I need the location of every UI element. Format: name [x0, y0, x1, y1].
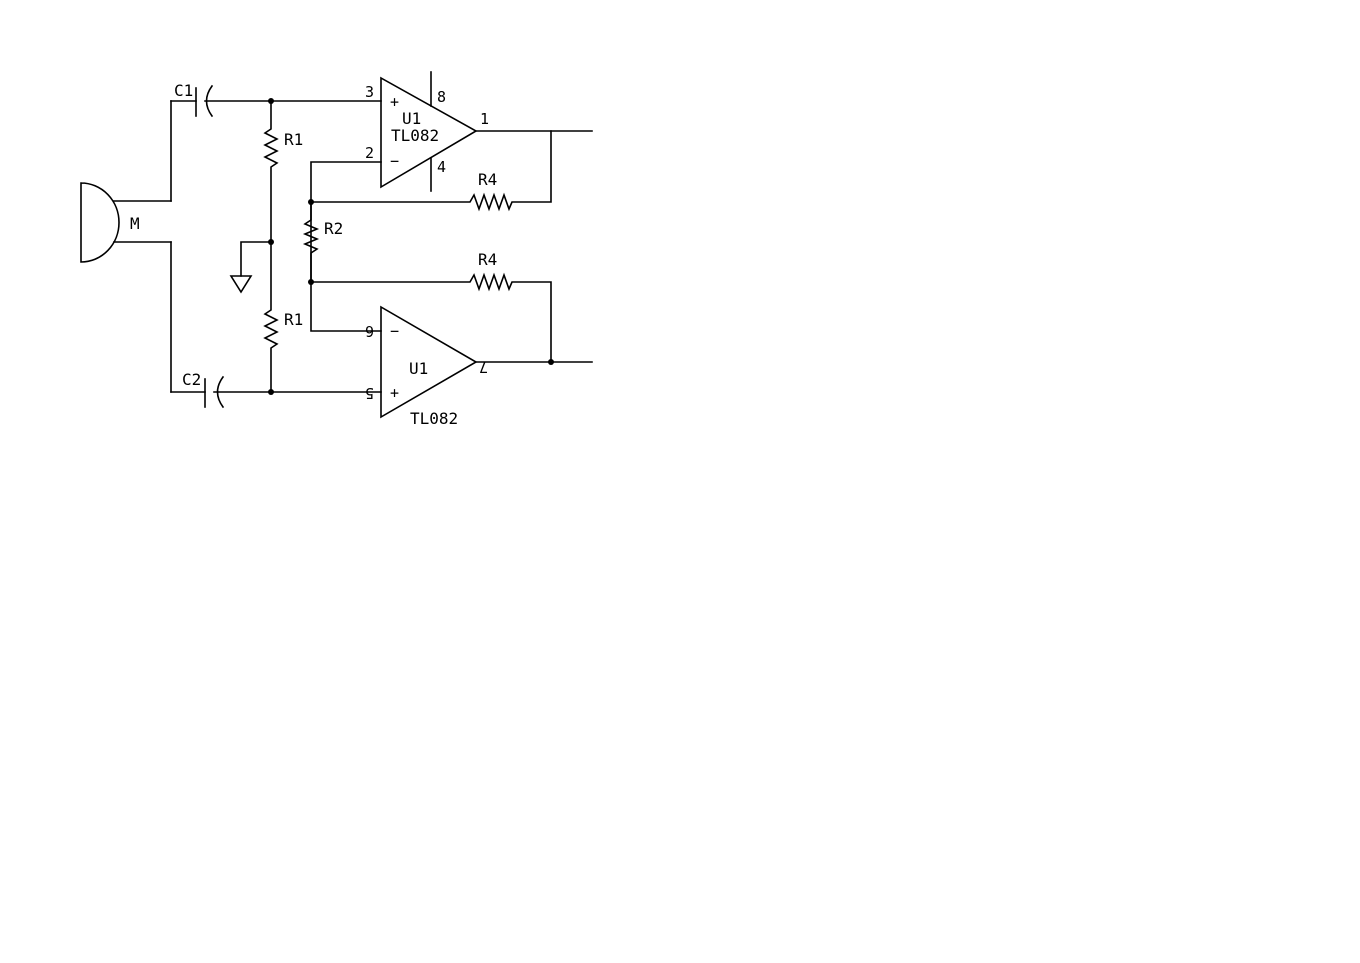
opamp-u1b: [270, 281, 593, 419]
u1b-pin-plus-sign: +: [390, 384, 399, 402]
resistor-r4-top: [310, 130, 552, 212]
mic-label: M: [130, 214, 140, 233]
u1a-pin-3: 3: [365, 83, 374, 101]
u1b-pin-6: 6: [365, 322, 374, 340]
junction-dot: [308, 279, 314, 285]
resistor-r1-bottom: [263, 241, 279, 393]
junction-dot: [268, 239, 274, 245]
resistor-r1-top: [263, 100, 279, 243]
resistor-r2: [302, 201, 320, 283]
u1b-pin-minus-sign: −: [390, 322, 399, 340]
u1a-part: TL082: [391, 126, 439, 145]
u1a-pin-1: 1: [480, 110, 489, 128]
u1a-pin-8: 8: [437, 88, 446, 106]
u1b-part: TL082: [410, 409, 458, 428]
u1a-pin-plus-sign: +: [390, 93, 399, 111]
junction-dot: [268, 98, 274, 104]
r4-top-label: R4: [478, 170, 497, 189]
resistor-r4-bottom: [310, 272, 552, 363]
junction-dot: [268, 389, 274, 395]
u1b-pin-7: 7: [479, 358, 488, 376]
ground-symbol: [229, 241, 272, 294]
u1a-pin-4: 4: [437, 158, 446, 176]
r1-top-label: R1: [284, 130, 303, 149]
opamp-u1a: [270, 71, 593, 283]
u1b-pin-5: 5: [365, 384, 374, 402]
junction-dots: [268, 98, 554, 395]
u1a-pin-2: 2: [365, 144, 374, 162]
c2-label: C2: [182, 370, 201, 389]
r4-bottom-label: R4: [478, 250, 497, 269]
u1a-ref: U1: [402, 109, 421, 128]
r1-bottom-label: R1: [284, 310, 303, 329]
junction-dot: [308, 199, 314, 205]
u1b-ref: U1: [409, 359, 428, 378]
capacitor-c2: [170, 375, 272, 409]
r2-label: R2: [324, 219, 343, 238]
microphone-symbol: [80, 182, 172, 263]
capacitor-c1: [170, 84, 272, 118]
u1a-pin-minus-sign: −: [390, 152, 399, 170]
junction-dot: [548, 359, 554, 365]
c1-label: C1: [174, 81, 193, 100]
